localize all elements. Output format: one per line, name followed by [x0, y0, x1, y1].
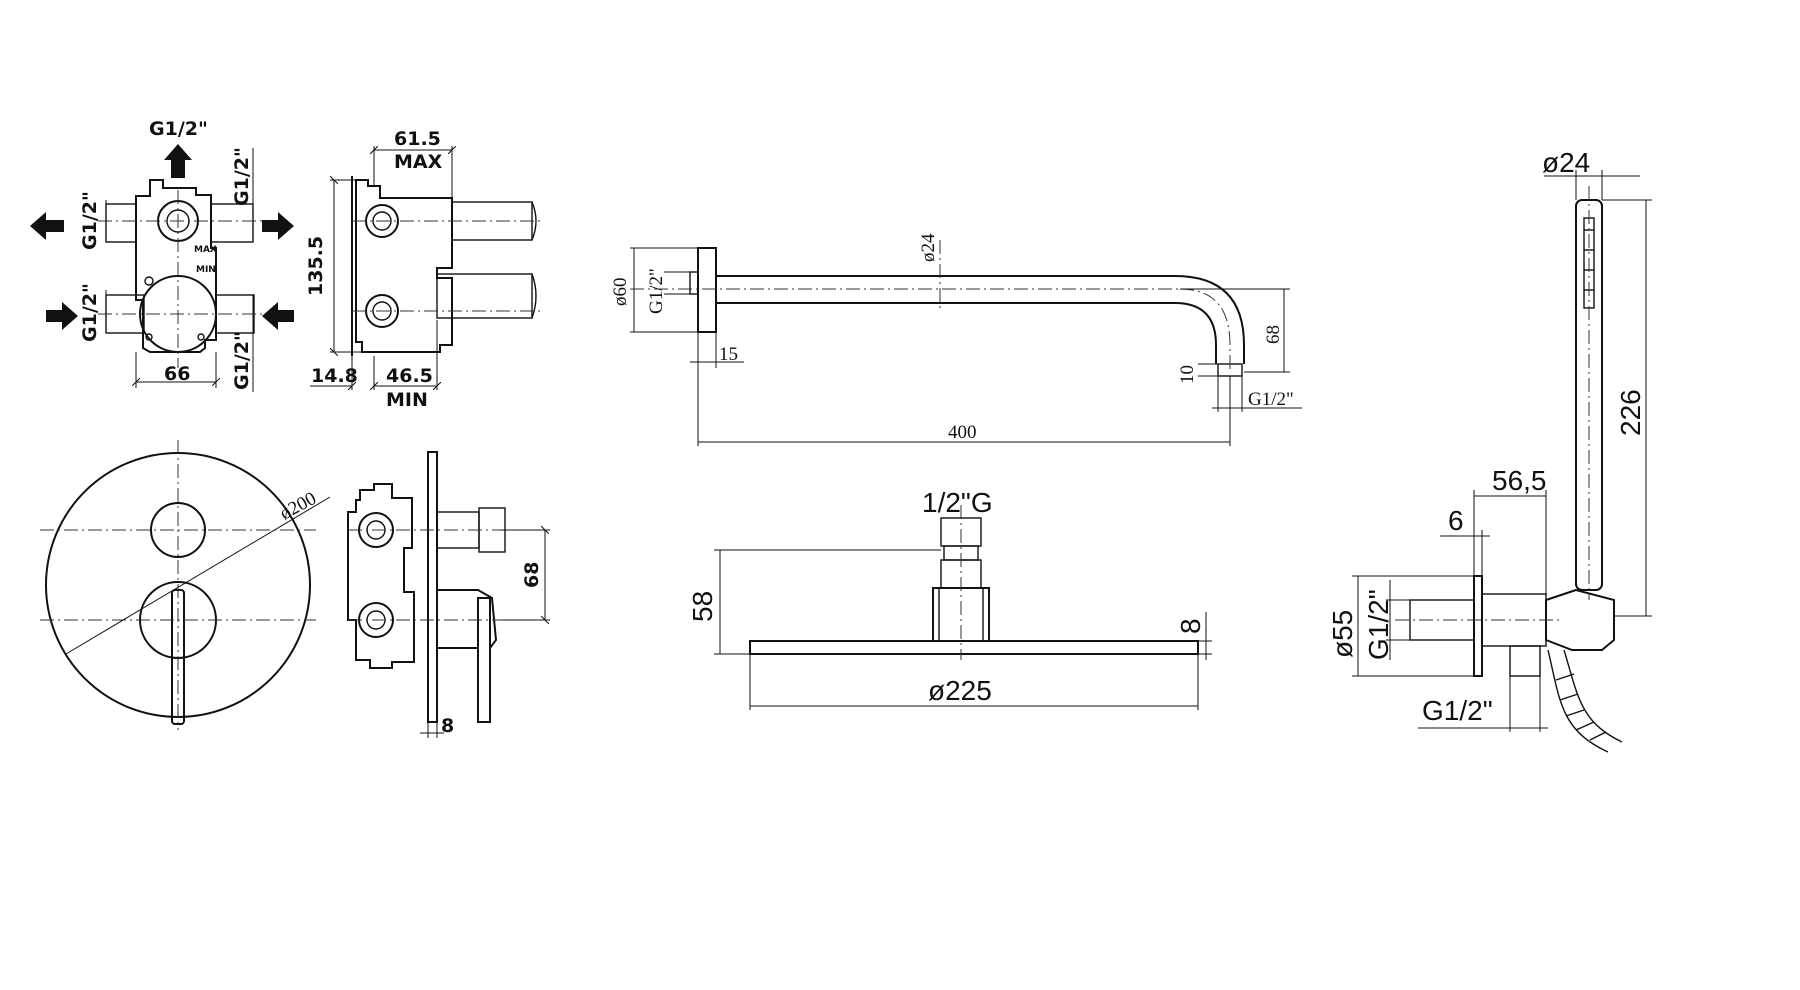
dim-plate-thickness: 8 [441, 715, 454, 737]
dim-plate-lever-offset: 68 [521, 562, 543, 588]
arm-wall-flange [697, 247, 717, 333]
dim-side-height: 135.5 [305, 236, 327, 296]
label-hand-hose-thread: G1/2" [1422, 695, 1493, 726]
hand-holder-cone [1545, 588, 1615, 651]
label-left-lower: G1/2" [79, 283, 101, 342]
valve-side-view: 61.5 MAX 135.5 14.8 46.5 MIN [305, 128, 540, 411]
dim-arm-flange-diameter: ø60 [610, 278, 631, 307]
shower-head-view: 1/2"G 58 8 ø225 [687, 487, 1212, 710]
dim-plate-diameter: ø200 [276, 488, 319, 524]
hand-shower-view: ø24 226 56,5 6 ø55 G1/2" G1/2" [1327, 147, 1652, 753]
valve-max-mark: MAX [194, 245, 217, 255]
arm-thread-stub [689, 271, 699, 295]
arrow-right-icon [262, 212, 294, 240]
dim-hand-flange: 6 [1448, 505, 1464, 536]
dim-hand-depth: 56,5 [1492, 465, 1547, 496]
valve-stub-right-upper [210, 203, 254, 243]
valve-side-body [355, 179, 453, 353]
arrow-inlet-right-icon [46, 302, 78, 330]
dim-side-depth-min: 46.5 [386, 365, 433, 387]
label-right-upper: G1/2" [231, 147, 253, 206]
plate-side-valve-body [347, 483, 415, 669]
hand-hose-connector [1509, 645, 1541, 677]
valve-front-view: MAX MIN G1/2" G1/2" G1/2" G1/2" G1/2" 66 [30, 118, 294, 392]
label-hand-outlet-thread: G1/2" [1363, 589, 1394, 660]
label-arm-outlet-thread: G1/2" [1248, 389, 1294, 410]
dim-arm-drop: 68 [1263, 325, 1284, 344]
shower-arm-view: ø24 ø60 G1/2" 15 68 10 G1/2" 400 [610, 233, 1302, 446]
plate-side-lever-body [436, 589, 498, 649]
arrow-up-icon [164, 144, 192, 178]
dim-hand-diameter: ø24 [1542, 147, 1590, 178]
arm-tube [716, 275, 1245, 364]
valve-side-stem-lower [436, 273, 533, 319]
dim-arm-tube-diameter: ø24 [918, 233, 939, 262]
plate-diverter-knob [150, 502, 206, 558]
dim-side-depth-max: 61.5 [394, 128, 441, 150]
dim-arm-length: 400 [948, 422, 977, 443]
dim-hand-outlet-diameter: ø55 [1327, 610, 1358, 658]
dim-hand-length: 226 [1615, 389, 1646, 436]
plate-side-plate [427, 451, 438, 723]
plate-front-view: ø200 [40, 440, 331, 730]
label-right-lower: G1/2" [231, 331, 253, 390]
arrow-inlet-left-icon [262, 302, 294, 330]
dim-arm-nipple: 10 [1177, 365, 1198, 384]
label-arm-thread: G1/2" [646, 268, 667, 314]
label-top-inlet: G1/2" [149, 118, 208, 140]
dim-head-thickness: 8 [1175, 618, 1206, 634]
hand-wall-flange [1473, 575, 1483, 677]
label-left-upper: G1/2" [79, 191, 101, 250]
valve-stub-left-upper [105, 203, 137, 243]
dim-head-height: 58 [687, 591, 718, 622]
dim-head-diameter: ø225 [928, 675, 992, 706]
hand-hose [1547, 649, 1623, 753]
label-side-min: MIN [386, 389, 428, 411]
label-side-max: MAX [394, 151, 443, 173]
plate-side-lever [477, 597, 491, 723]
valve-min-mark: MIN [196, 265, 216, 275]
arrow-left-icon [30, 212, 64, 240]
dim-valve-width: 66 [164, 363, 190, 385]
label-head-connection: 1/2"G [922, 487, 993, 518]
valve-body [135, 179, 217, 353]
head-disc [749, 640, 1199, 655]
dim-arm-flange-depth: 15 [719, 344, 738, 365]
plate-side-view: 68 8 [347, 451, 550, 738]
dim-side-offset: 14.8 [311, 365, 358, 387]
